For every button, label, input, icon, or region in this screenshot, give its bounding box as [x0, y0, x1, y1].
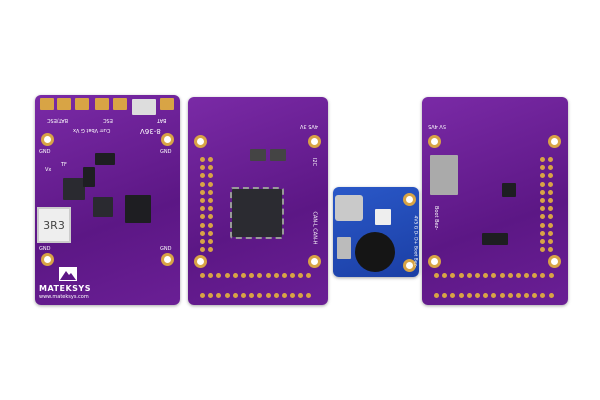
mount-hole: [194, 255, 207, 268]
bat-esc-label: BAT/ESC: [47, 117, 69, 123]
mount-hole: [403, 193, 416, 206]
gnd-label: GND: [39, 246, 51, 252]
pin-label: Boot Bez-: [433, 205, 440, 231]
mount-hole: [41, 133, 54, 146]
mount-hole: [428, 255, 441, 268]
bat-label: BAT: [157, 117, 167, 123]
inductor: 3R3: [37, 207, 71, 243]
brand-url: www.mateksys.com: [39, 294, 89, 300]
i2c-label: I2C: [311, 157, 318, 167]
mount-hole: [428, 135, 441, 148]
flight-controller-board: 4V5 3V I2C CAN-L CAN-H: [188, 97, 328, 305]
top-label: 5V 4V5: [428, 123, 446, 129]
voltage-label: 8-36V: [140, 127, 161, 135]
mateksys-logo-icon: [59, 267, 77, 281]
pin-row: [540, 157, 545, 253]
ic-chip: [482, 233, 508, 245]
ic-chip: [63, 178, 85, 200]
solder-pad: [57, 98, 71, 110]
solder-pad: [75, 98, 89, 110]
pin-row: [208, 157, 213, 253]
tf-label: TF: [61, 162, 67, 168]
shunt-resistor: [132, 99, 156, 115]
brand-name: MATEKSYS: [39, 284, 91, 293]
ic-chip: [502, 183, 516, 197]
solder-pad: [113, 98, 127, 110]
mount-hole: [548, 135, 561, 148]
can-label: CAN-L CAN-H: [311, 211, 318, 245]
vx-label: Vx: [45, 167, 52, 173]
pin-row: [200, 157, 205, 253]
mount-hole: [403, 259, 416, 272]
mount-hole: [308, 255, 321, 268]
mount-hole: [194, 135, 207, 148]
ic-chip: [270, 149, 286, 161]
top-label: 4V5 3V: [300, 123, 318, 129]
ic-chip: [95, 153, 115, 165]
gnd-label: GND: [39, 149, 51, 155]
solder-pad: [40, 98, 54, 110]
boot-button[interactable]: [375, 209, 391, 225]
usb-extender-board: 4V5 G D- D+ Boot Bez-: [333, 187, 419, 277]
mcu-chip: [230, 187, 284, 239]
sd-card-slot[interactable]: [430, 155, 458, 195]
pin-row: [434, 273, 554, 278]
solder-pad: [160, 98, 174, 110]
ic-chip: [250, 149, 266, 161]
switch[interactable]: [337, 237, 351, 259]
solder-pad: [95, 98, 109, 110]
usb-c-port[interactable]: [335, 195, 363, 221]
pads-label: Curr Vbat G Vx: [73, 127, 111, 133]
ic-chip: [83, 167, 95, 187]
pin-row: [548, 157, 553, 253]
gnd-label: GND: [160, 149, 172, 155]
mount-hole: [161, 133, 174, 146]
pin-label: 4V5 G D- D+ Boot Bez-: [412, 215, 418, 268]
esc-label: ESC: [103, 117, 113, 123]
mount-hole: [41, 253, 54, 266]
mount-hole: [161, 253, 174, 266]
gnd-label: GND: [160, 246, 172, 252]
ic-chip: [125, 195, 151, 223]
ic-chip: [93, 197, 113, 217]
power-board: BAT/ESC ESC BAT 8-36V Curr Vbat G Vx GND…: [35, 95, 180, 305]
pin-row: [434, 293, 554, 298]
mount-hole: [548, 255, 561, 268]
buzzer: [355, 232, 395, 272]
pin-row: [200, 273, 312, 278]
io-board: 5V 4V5 Boot Bez-: [422, 97, 568, 305]
pin-row: [200, 293, 312, 298]
mount-hole: [308, 135, 321, 148]
